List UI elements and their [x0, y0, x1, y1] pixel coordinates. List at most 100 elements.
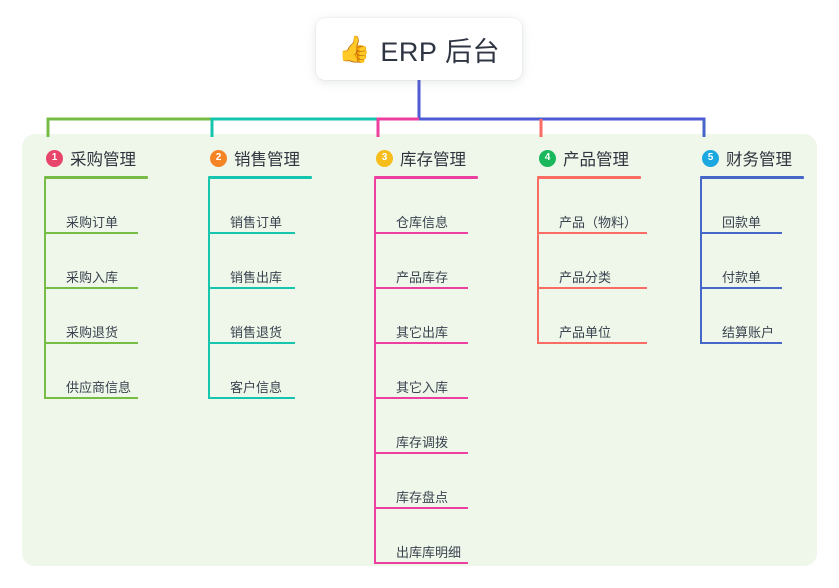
leaf-item-underline: [44, 342, 138, 344]
leaf-item-underline: [700, 342, 782, 344]
leaf-item[interactable]: 其它入库: [374, 344, 478, 399]
leaf-item[interactable]: 库存盘点: [374, 454, 478, 509]
leaf-item-label: 采购退货: [66, 325, 119, 340]
leaf-item[interactable]: 出库库明细: [374, 509, 478, 564]
leaf-item[interactable]: 产品分类: [537, 234, 647, 289]
leaf-item-underline: [374, 562, 468, 564]
leaf-item-label: 其它入库: [396, 380, 449, 395]
leaf-item-underline: [44, 287, 138, 289]
branch-items-4: 产品（物料） 产品分类产品单位: [537, 179, 647, 344]
leaf-item[interactable]: 销售订单: [208, 179, 312, 234]
leaf-item-underline: [374, 232, 468, 234]
leaf-item-label: 产品库存: [396, 270, 449, 285]
leaf-item-label: 销售退货: [230, 325, 283, 340]
branch-number-badge: 5: [702, 149, 719, 167]
branch-underline: [208, 176, 312, 179]
leaf-item-label: 采购订单: [66, 215, 119, 230]
leaf-item-underline: [374, 287, 468, 289]
leaf-item-underline: [700, 287, 782, 289]
leaf-item-label: 付款单: [722, 270, 762, 285]
branch-items-3: 仓库信息产品库存其它出库其它入库库存调拨库存盘点出库库明细: [374, 179, 478, 564]
leaf-item[interactable]: 回款单: [700, 179, 804, 234]
leaf-item-label: 产品分类: [559, 270, 612, 285]
branch-header-4[interactable]: 4 产品管理: [537, 145, 641, 171]
branch-number-badge: 3: [376, 149, 393, 167]
leaf-item-label: 产品单位: [559, 325, 612, 340]
leaf-item-underline: [374, 397, 468, 399]
leaf-item-label: 库存调拨: [396, 435, 449, 450]
leaf-item-label: 其它出库: [396, 325, 449, 340]
branch-column-5: 5 财务管理回款单付款单结算账户: [700, 145, 804, 344]
leaf-item-underline: [537, 232, 647, 234]
leaf-item[interactable]: 销售退货: [208, 289, 312, 344]
leaf-item-underline: [208, 287, 295, 289]
branch-number-badge: 1: [46, 149, 63, 167]
branch-underline: [537, 176, 641, 179]
branch-spine: [700, 179, 702, 343]
branch-spine: [374, 179, 376, 563]
branch-header-2[interactable]: 2 销售管理: [208, 145, 312, 171]
leaf-item[interactable]: 采购订单: [44, 179, 148, 234]
leaf-item-label: 供应商信息: [66, 380, 132, 395]
branch-underline: [374, 176, 478, 179]
leaf-item[interactable]: 付款单: [700, 234, 804, 289]
leaf-item[interactable]: 销售出库: [208, 234, 312, 289]
leaf-item-label: 产品（物料）: [559, 215, 638, 230]
leaf-item-label: 结算账户: [722, 325, 775, 340]
leaf-item-underline: [537, 287, 647, 289]
leaf-item-underline: [208, 397, 295, 399]
leaf-item-underline: [374, 452, 468, 454]
branch-title-label: 库存管理: [400, 151, 466, 169]
leaf-item-label: 回款单: [722, 215, 762, 230]
leaf-item-underline: [44, 397, 138, 399]
leaf-item-underline: [374, 507, 468, 509]
branch-title-label: 采购管理: [70, 151, 136, 169]
leaf-item[interactable]: 结算账户: [700, 289, 804, 344]
leaf-item[interactable]: 仓库信息: [374, 179, 478, 234]
leaf-item-underline: [44, 232, 138, 234]
branch-spine: [537, 179, 539, 343]
leaf-item-label: 库存盘点: [396, 490, 449, 505]
leaf-item-label: 客户信息: [230, 380, 283, 395]
branch-column-2: 2 销售管理销售订单销售出库销售退货客户信息: [208, 145, 312, 399]
leaf-item-underline: [374, 342, 468, 344]
leaf-item-label: 销售出库: [230, 270, 283, 285]
leaf-item[interactable]: 产品库存: [374, 234, 478, 289]
root-node[interactable]: 👍 ERP 后台: [316, 18, 522, 80]
leaf-item[interactable]: 供应商信息: [44, 344, 148, 399]
branch-column-1: 1 采购管理采购订单采购入库采购退货供应商信息: [44, 145, 148, 399]
content-panel: [22, 134, 817, 566]
leaf-item[interactable]: 客户信息: [208, 344, 312, 399]
leaf-item-underline: [700, 232, 782, 234]
leaf-item[interactable]: 产品（物料）: [537, 179, 647, 234]
leaf-item[interactable]: 库存调拨: [374, 399, 478, 454]
leaf-item[interactable]: 其它出库: [374, 289, 478, 344]
leaf-item-label: 出库库明细: [396, 545, 462, 560]
leaf-item[interactable]: 采购入库: [44, 234, 148, 289]
leaf-item[interactable]: 采购退货: [44, 289, 148, 344]
branch-title-label: 产品管理: [563, 151, 629, 169]
branch-number-badge: 2: [210, 149, 227, 167]
branch-title-label: 财务管理: [726, 151, 792, 169]
branch-items-5: 回款单付款单结算账户: [700, 179, 804, 344]
root-node-title: ERP 后台: [380, 36, 500, 67]
branch-header-1[interactable]: 1 采购管理: [44, 145, 148, 171]
leaf-item-underline: [537, 342, 647, 344]
leaf-item-underline: [208, 342, 295, 344]
leaf-item-label: 销售订单: [230, 215, 283, 230]
branch-header-3[interactable]: 3 库存管理: [374, 145, 478, 171]
leaf-item-underline: [208, 232, 295, 234]
branch-number-badge: 4: [539, 149, 556, 167]
leaf-item-label: 采购入库: [66, 270, 119, 285]
branch-header-5[interactable]: 5 财务管理: [700, 145, 804, 171]
branch-title-label: 销售管理: [234, 151, 300, 169]
branch-underline: [44, 176, 148, 179]
branch-column-3: 3 库存管理仓库信息产品库存其它出库其它入库库存调拨库存盘点出库库明细: [374, 145, 478, 564]
leaf-item-label: 仓库信息: [396, 215, 449, 230]
branch-items-2: 销售订单销售出库销售退货客户信息: [208, 179, 312, 399]
leaf-item[interactable]: 产品单位: [537, 289, 647, 344]
branch-column-4: 4 产品管理产品（物料） 产品分类产品单位: [537, 145, 647, 344]
branch-items-1: 采购订单采购入库采购退货供应商信息: [44, 179, 148, 399]
thumbs-up-icon: 👍: [338, 34, 371, 64]
